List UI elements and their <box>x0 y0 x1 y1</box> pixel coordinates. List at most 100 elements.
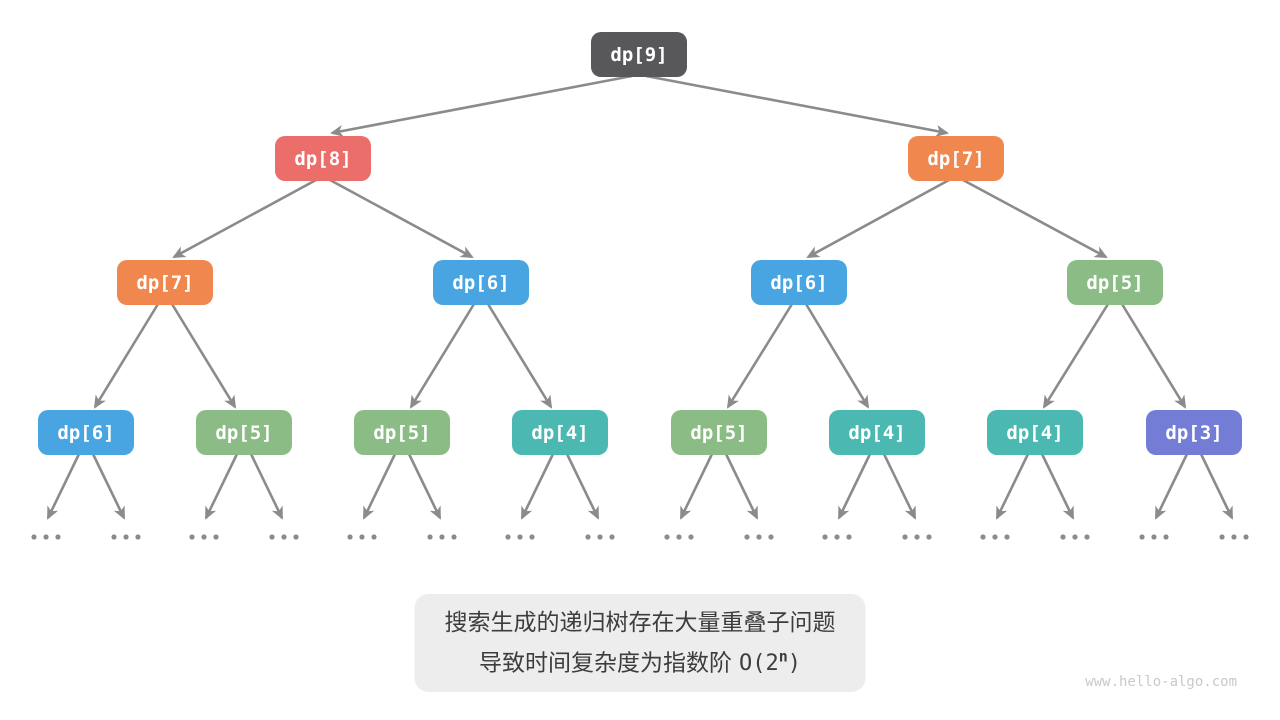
ellipsis <box>505 534 535 540</box>
ellipsis-dot <box>926 534 932 540</box>
ellipsis-dot <box>371 534 377 540</box>
node-label-val: 4 <box>565 421 578 444</box>
node-label-sfx: ] <box>1132 271 1144 294</box>
ellipsis <box>980 534 1010 540</box>
tree-node-dp-5: dp[5] <box>196 410 292 455</box>
node-label-pfx: dp[ <box>531 421 566 444</box>
ellipsis-dot <box>189 534 195 540</box>
node-label-sfx: ] <box>894 421 906 444</box>
edge-arrow <box>170 303 237 409</box>
ellipsis-dot <box>427 534 433 540</box>
ellipsis-dot <box>1084 534 1090 540</box>
node-label-sfx: ] <box>1052 421 1064 444</box>
ellipsis-dot <box>347 534 353 540</box>
node-label-val: 7 <box>961 147 974 170</box>
tree-node-dp-5: dp[5] <box>1067 260 1163 305</box>
node-label-sfx: ] <box>656 43 668 66</box>
edge-arrow <box>93 303 160 409</box>
ellipsis <box>1139 534 1169 540</box>
node-label-pfx: dp[ <box>1086 271 1121 294</box>
tree-node-dp-7: dp[7] <box>117 260 213 305</box>
node-label-val: 5 <box>407 421 420 444</box>
ellipsis-dot <box>980 534 986 540</box>
node-label-val: 4 <box>1040 421 1053 444</box>
ellipsis-dot <box>846 534 852 540</box>
edge-arrow <box>91 453 126 520</box>
node-label-sfx: ] <box>498 271 510 294</box>
edge-arrow <box>995 453 1030 520</box>
ellipsis-dot <box>768 534 774 540</box>
node-label-sfx: ] <box>577 421 589 444</box>
ellipsis <box>189 534 219 540</box>
edge-arrow <box>409 303 476 409</box>
node-label-val: 9 <box>644 43 657 66</box>
edge-arrow <box>486 303 553 409</box>
edge-arrow <box>330 74 633 137</box>
tree-node-dp-3: dp[3] <box>1146 410 1242 455</box>
ellipsis <box>1219 534 1249 540</box>
ellipsis-dot <box>213 534 219 540</box>
ellipsis-dot <box>609 534 615 540</box>
ellipsis-dot <box>529 534 535 540</box>
ellipsis-dot <box>123 534 129 540</box>
edge-arrow <box>1120 303 1187 409</box>
ellipsis-dot <box>1139 534 1145 540</box>
edge-arrow <box>172 178 317 259</box>
node-label-pfx: dp[ <box>610 43 645 66</box>
edge-arrow <box>46 453 81 520</box>
ellipsis-dot <box>585 534 591 540</box>
tree-node-dp-4: dp[4] <box>829 410 925 455</box>
ellipsis <box>902 534 932 540</box>
ellipsis-dot <box>597 534 603 540</box>
node-label-sfx: ] <box>1211 421 1223 444</box>
tree-node-dp-6: dp[6] <box>38 410 134 455</box>
edge-arrow <box>520 453 555 520</box>
watermark: www.hello-algo.com <box>1085 674 1237 690</box>
tree-node-dp-6: dp[6] <box>751 260 847 305</box>
ellipsis-dot <box>359 534 365 540</box>
edge-arrow <box>1040 453 1075 520</box>
ellipsis-dot <box>281 534 287 540</box>
caption-line-2-text: 导致时间复杂度为指数阶 <box>478 649 732 676</box>
node-label-sfx: ] <box>816 271 828 294</box>
ellipsis-dot <box>201 534 207 540</box>
tree-node-dp-7: dp[7] <box>908 136 1004 181</box>
ellipsis <box>1060 534 1090 540</box>
node-label-sfx: ] <box>261 421 273 444</box>
edge-arrow <box>806 178 950 259</box>
node-label-pfx: dp[ <box>215 421 250 444</box>
ellipsis-dot <box>744 534 750 540</box>
ellipsis-dot <box>55 534 61 540</box>
ellipsis-dot <box>1243 534 1249 540</box>
node-label-sfx: ] <box>973 147 985 170</box>
node-label-sfx: ] <box>340 147 352 170</box>
caption-line-1: 搜索生成的递归树存在大量重叠子问题 <box>444 609 836 635</box>
node-label-pfx: dp[ <box>770 271 805 294</box>
edge-arrow <box>249 453 284 520</box>
ellipsis <box>585 534 615 540</box>
node-label-sfx: ] <box>182 271 194 294</box>
node-label-pfx: dp[ <box>1165 421 1200 444</box>
ellipsis-dot <box>902 534 908 540</box>
ellipsis-dot <box>451 534 457 540</box>
tree-node-dp-6: dp[6] <box>433 260 529 305</box>
node-label-pfx: dp[ <box>373 421 408 444</box>
edge-arrow <box>362 453 397 520</box>
ellipsis <box>664 534 694 540</box>
ellipsis-dot <box>31 534 37 540</box>
ellipsis-dot <box>1151 534 1157 540</box>
ellipsis-dot <box>135 534 141 540</box>
node-label-sfx: ] <box>419 421 431 444</box>
edge-arrow <box>726 303 794 409</box>
node-label-pfx: dp[ <box>136 271 171 294</box>
edge-arrow <box>962 178 1108 259</box>
node-label-val: 6 <box>804 271 817 294</box>
tree-node-dp-4: dp[4] <box>987 410 1083 455</box>
edge-arrow <box>407 453 442 520</box>
ellipsis-dot <box>756 534 762 540</box>
formula-exponent: n <box>778 648 788 666</box>
ellipsis-dot <box>1219 534 1225 540</box>
node-label-val: 5 <box>1120 271 1133 294</box>
